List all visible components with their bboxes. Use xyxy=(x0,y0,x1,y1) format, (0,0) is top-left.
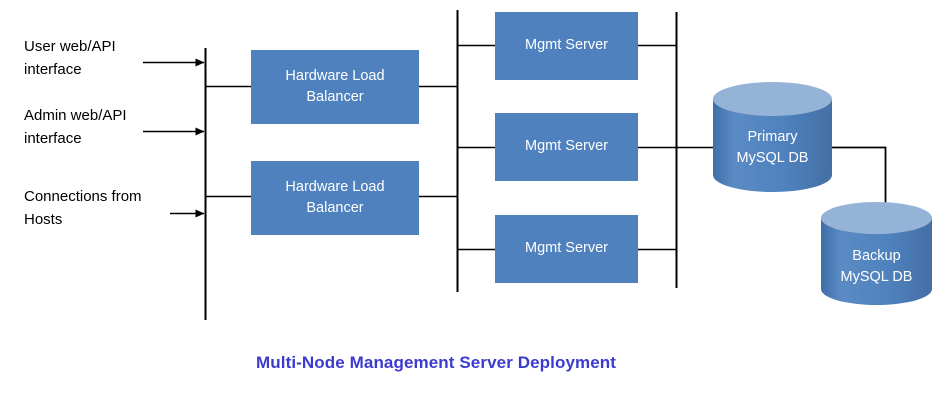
backup-db-cylinder xyxy=(821,202,932,305)
diagram-caption: Multi-Node Management Server Deployment xyxy=(256,353,617,372)
input-label-user-interface: User web/API interface xyxy=(24,38,116,78)
load-balancer-2-box xyxy=(251,161,419,235)
mgmt-server-3-box xyxy=(495,215,638,283)
input-label-admin-interface: Admin web/API interface xyxy=(24,107,127,147)
input-label-host-connections: Connections from Hosts xyxy=(24,188,142,228)
mgmt-server-1-box xyxy=(495,12,638,80)
load-balancer-1-box xyxy=(251,50,419,124)
link-primary-db-to-backup-db xyxy=(830,146,887,218)
mgmt-server-2-box xyxy=(495,113,638,181)
primary-db-cylinder xyxy=(713,82,832,192)
